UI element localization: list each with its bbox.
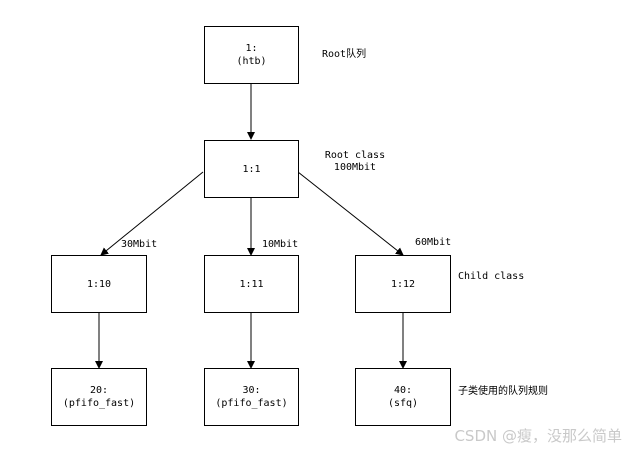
node-root-class: 1:1 — [204, 140, 299, 198]
node-child-class-10: 1:10 — [51, 255, 147, 313]
node-leaf-qdisc-40-handle: 40: — [393, 385, 413, 396]
watermark-text: CSDN @瘦，没那么简单 — [454, 427, 622, 445]
node-child-class-11-label: 1:11 — [239, 278, 264, 290]
node-leaf-qdisc-30-type: (pfifo_fast) — [215, 398, 288, 409]
edge-rootclass-to-child10 — [100, 171, 204, 256]
annotation-root-class-title: Root class — [324, 150, 386, 161]
node-child-class-12-label: 1:12 — [390, 278, 416, 290]
node-leaf-qdisc-30: 30: (pfifo_fast) — [204, 368, 299, 426]
edge-label-60mbit: 60Mbit — [415, 237, 452, 248]
annotation-root-class: Root class 100Mbit — [322, 150, 388, 174]
annotation-child-class: Child class — [458, 271, 525, 282]
edge-rootclass-to-child12 — [297, 171, 404, 256]
node-child-class-12: 1:12 — [355, 255, 451, 313]
edge-label-10mbit: 10Mbit — [262, 239, 299, 250]
node-leaf-qdisc-20: 20: (pfifo_fast) — [51, 368, 147, 426]
node-root-qdisc-handle: 1: — [245, 43, 258, 54]
node-leaf-qdisc-20-type: (pfifo_fast) — [62, 398, 136, 409]
annotation-child-qdisc: 子类使用的队列规则 — [458, 386, 548, 397]
node-root-class-label: 1:1 — [242, 163, 261, 175]
node-leaf-qdisc-40: 40: (sfq) — [355, 368, 451, 426]
node-leaf-qdisc-30-handle: 30: — [242, 385, 261, 396]
node-root-qdisc: 1: (htb) — [204, 26, 299, 84]
node-leaf-qdisc-40-type: (sfq) — [387, 398, 419, 409]
node-child-class-11: 1:11 — [204, 255, 299, 313]
node-root-qdisc-type: (htb) — [236, 56, 267, 67]
node-leaf-qdisc-20-handle: 20: — [89, 385, 109, 396]
annotation-root-class-rate: 100Mbit — [333, 162, 377, 173]
annotation-root-queue: Root队列 — [322, 49, 367, 60]
edge-label-30mbit: 30Mbit — [121, 239, 158, 250]
node-child-class-10-label: 1:10 — [86, 278, 112, 290]
